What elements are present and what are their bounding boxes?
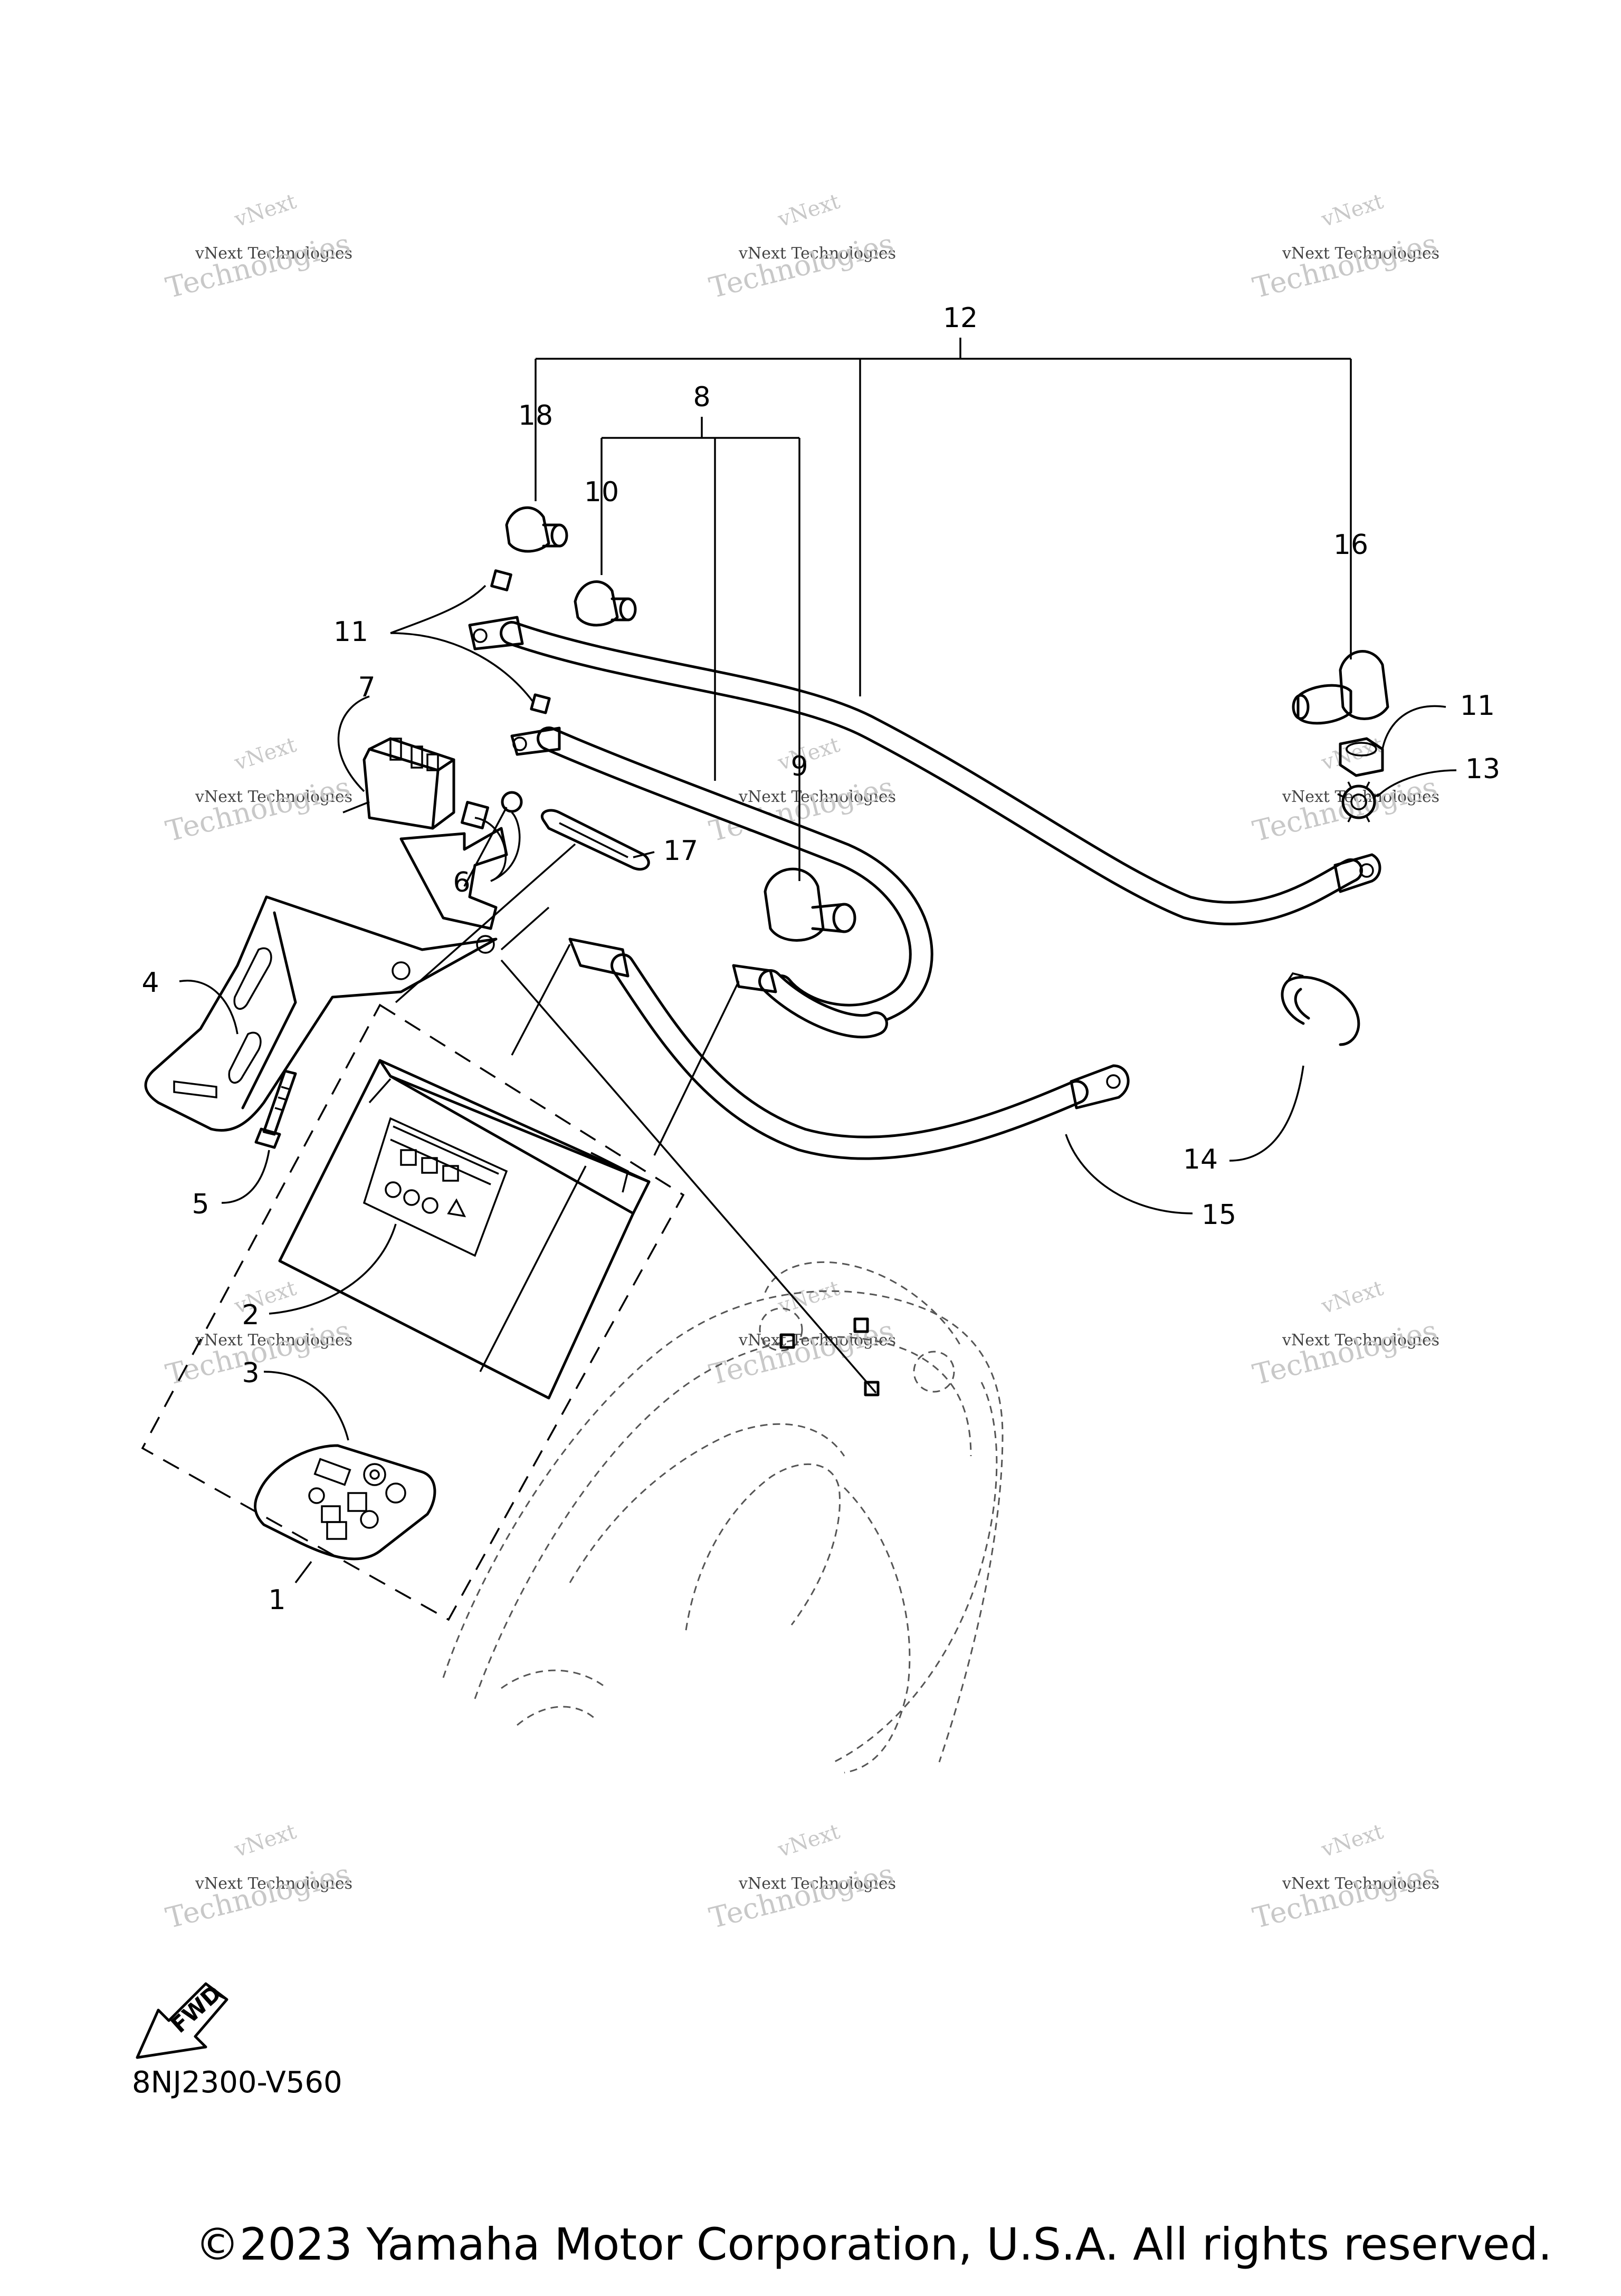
watermark-line3: Technologies: [163, 227, 354, 305]
callout-2: 2: [242, 1299, 259, 1331]
terminal-cover-10: [574, 580, 637, 627]
watermark-line3: Technologies: [163, 1857, 354, 1935]
leader-lines: [179, 338, 1457, 1584]
short-cable: [732, 964, 888, 1039]
battery-bracket: [144, 895, 498, 1132]
watermark-line1: vNext: [1318, 1276, 1386, 1319]
watermark-line3: Technologies: [706, 227, 897, 305]
watermark-line1: vNext: [231, 733, 299, 776]
watermark-line1: vNext: [775, 189, 843, 232]
watermark: vNext vNext Technologies Technologies: [1250, 733, 1441, 848]
callout-10: 10: [584, 476, 619, 508]
callouts: 1 2 3 4 5 6 7 8 9 10 11 11 12 13 14 15 1…: [141, 302, 1500, 1616]
hull-bolts: [779, 1317, 880, 1396]
watermark-group: vNext vNext Technologies Technologies vN…: [163, 189, 1441, 1935]
watermark-line3: Technologies: [1250, 227, 1441, 305]
watermark-line2: vNext Technologies: [738, 788, 896, 806]
watermark-line2: vNext Technologies: [195, 244, 352, 263]
bolt: [254, 1069, 297, 1149]
watermark-line2: vNext Technologies: [1282, 244, 1439, 263]
callout-8: 8: [693, 381, 710, 413]
watermark-line2: vNext Technologies: [1282, 788, 1439, 806]
watermark-line3: Technologies: [1250, 1857, 1441, 1935]
watermark: vNext vNext Technologies Technologies: [1250, 1820, 1441, 1935]
watermark-line2: vNext Technologies: [195, 1874, 352, 1893]
hardware-kit: [253, 1444, 436, 1561]
watermark-line3: Technologies: [163, 770, 354, 848]
callout-16: 16: [1333, 529, 1368, 561]
hull-outline: [442, 1261, 1004, 1774]
watermark-line1: vNext: [231, 1820, 299, 1862]
callout-3: 3: [242, 1357, 259, 1389]
nut-11-top-left: [490, 569, 551, 714]
callout-12: 12: [943, 302, 978, 334]
watermark-line1: vNext: [231, 189, 299, 232]
callout-14: 14: [1183, 1144, 1218, 1175]
callout-6: 6: [453, 867, 470, 898]
callout-4: 4: [141, 967, 159, 999]
watermark-line3: Technologies: [706, 1857, 897, 1935]
nut-11: [1339, 737, 1384, 777]
terminal-cover-18: [505, 506, 568, 553]
watermark: vNext vNext Technologies Technologies: [706, 1820, 897, 1935]
watermark-line1: vNext: [1318, 189, 1386, 232]
band-17: [541, 809, 650, 871]
watermark-line2: vNext Technologies: [738, 244, 896, 263]
watermark: vNext vNext Technologies Technologies: [163, 733, 354, 848]
terminal-cover-9: [764, 867, 856, 942]
positive-cable: [510, 726, 933, 1028]
callout-17: 17: [663, 835, 698, 867]
watermark: vNext vNext Technologies Technologies: [1250, 1276, 1441, 1392]
callout-18: 18: [518, 400, 553, 432]
battery-assembly-box: [141, 1003, 685, 1621]
callout-13: 13: [1465, 753, 1500, 785]
watermark-line3: Technologies: [1250, 1314, 1441, 1392]
terminal-cover-16: [1292, 650, 1389, 725]
copyright-notice: ©2023 Yamaha Motor Corporation, U.S.A. A…: [195, 2218, 1552, 2270]
relay: [342, 737, 455, 830]
battery: [278, 1059, 651, 1400]
callout-11-right: 11: [1460, 690, 1495, 722]
callout-15: 15: [1202, 1199, 1236, 1231]
watermark-line1: vNext: [231, 1276, 299, 1319]
callout-7: 7: [358, 672, 375, 703]
watermark-line1: vNext: [775, 1276, 843, 1319]
watermark-line2: vNext Technologies: [195, 1331, 352, 1350]
watermark-line1: vNext: [1318, 1820, 1386, 1862]
relay-mount-bracket: [399, 791, 523, 930]
watermark-line1: vNext: [775, 1820, 843, 1862]
clamp-14: [1281, 972, 1360, 1046]
callout-1: 1: [268, 1584, 285, 1616]
watermark: vNext vNext Technologies Technologies: [163, 189, 354, 305]
diagram-code: 8NJ2300-V560: [132, 2065, 342, 2100]
watermark-line2: vNext Technologies: [1282, 1331, 1439, 1350]
fwd-arrow: FWD: [136, 1980, 228, 2059]
warning-label: [363, 1117, 508, 1257]
watermark-line2: vNext Technologies: [1282, 1874, 1439, 1893]
negative-cable: [568, 937, 1130, 1160]
long-cable: [468, 616, 1381, 925]
watermark-line1: vNext: [775, 733, 843, 776]
callout-9: 9: [790, 751, 808, 782]
watermark: vNext vNext Technologies Technologies: [163, 1820, 354, 1935]
watermark: vNext vNext Technologies Technologies: [706, 189, 897, 305]
callout-5: 5: [192, 1189, 209, 1220]
callout-11-left: 11: [333, 616, 368, 648]
watermark-line2: vNext Technologies: [738, 1874, 896, 1893]
watermark-line2: vNext Technologies: [195, 788, 352, 806]
lock-washer-13: [1337, 781, 1380, 822]
watermark: vNext vNext Technologies Technologies: [1250, 189, 1441, 305]
